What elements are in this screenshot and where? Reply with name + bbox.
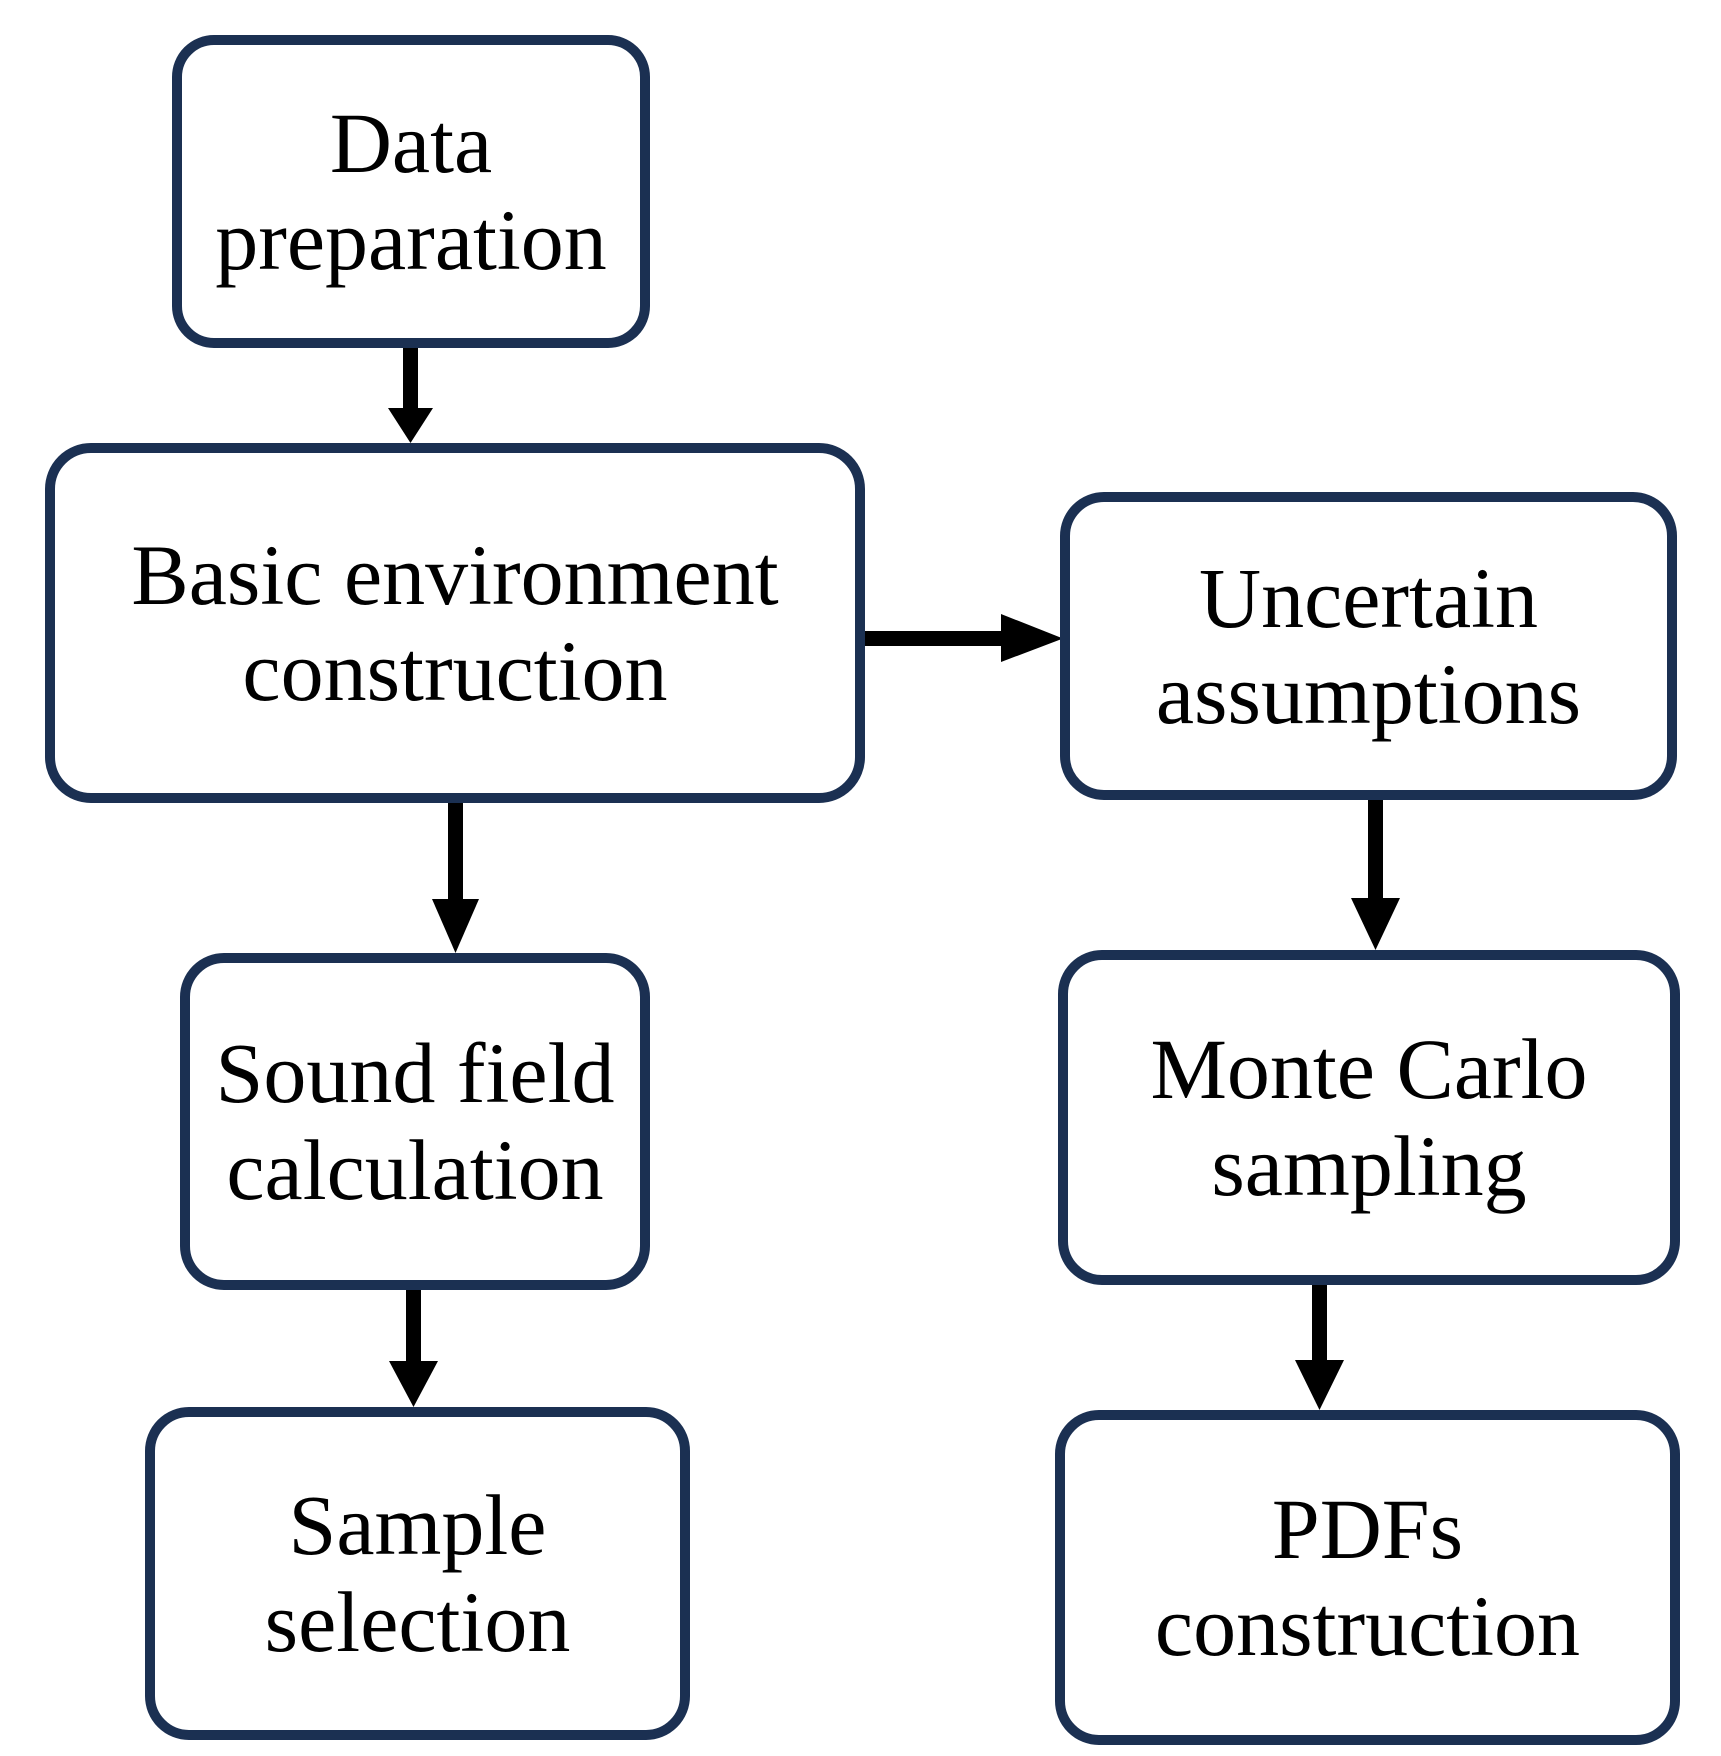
arrow-head <box>1001 614 1063 662</box>
node-sound-field-calculation-label: Sound field calculation <box>215 1025 615 1218</box>
node-pdfs-construction-label: PDFs construction <box>1154 1481 1581 1674</box>
node-data-preparation[interactable]: Data preparation <box>172 35 650 348</box>
arrow-shaft <box>865 631 1001 646</box>
node-uncertain-assumptions[interactable]: Uncertain assumptions <box>1060 492 1677 800</box>
arrow-shaft <box>1368 800 1383 903</box>
node-monte-carlo-sampling[interactable]: Monte Carlo sampling <box>1058 950 1680 1285</box>
arrow-head <box>1295 1360 1344 1410</box>
node-basic-environment-construction-label: Basic environment construction <box>131 526 779 719</box>
node-monte-carlo-sampling-label: Monte Carlo sampling <box>1150 1021 1588 1214</box>
node-data-preparation-label: Data preparation <box>215 95 607 288</box>
arrow-shaft <box>406 1290 421 1366</box>
arrow-shaft <box>1312 1285 1327 1365</box>
arrow-shaft <box>403 348 418 413</box>
arrow-head <box>432 899 479 953</box>
arrow-head <box>1351 898 1400 950</box>
node-pdfs-construction[interactable]: PDFs construction <box>1055 1410 1680 1745</box>
node-basic-environment-construction[interactable]: Basic environment construction <box>45 443 865 803</box>
arrow-head <box>388 408 433 443</box>
arrow-shaft <box>448 803 463 904</box>
arrow-head <box>389 1361 438 1407</box>
node-sound-field-calculation[interactable]: Sound field calculation <box>180 953 650 1290</box>
node-uncertain-assumptions-label: Uncertain assumptions <box>1155 549 1582 742</box>
node-sample-selection[interactable]: Sample selection <box>145 1407 690 1740</box>
node-sample-selection-label: Sample selection <box>264 1477 571 1670</box>
